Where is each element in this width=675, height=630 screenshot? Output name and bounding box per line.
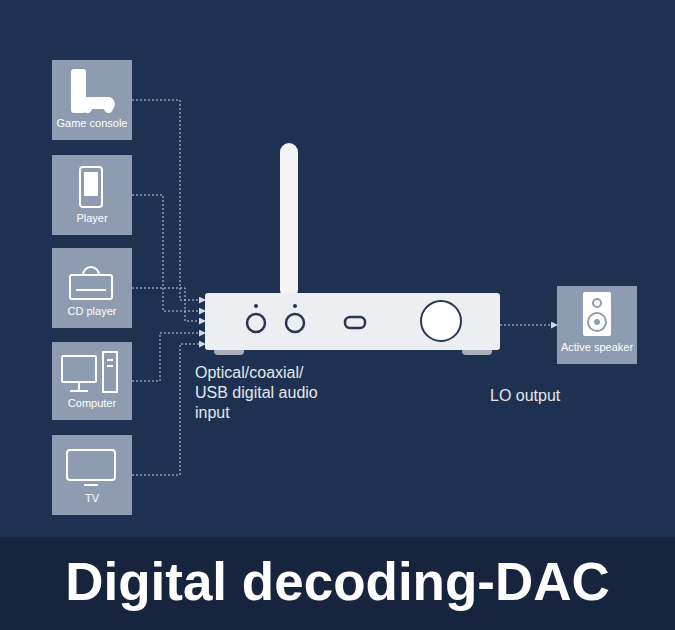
signal-connector [132, 344, 205, 475]
dac-controls [247, 301, 461, 341]
antenna [280, 143, 298, 299]
game-console-icon [72, 70, 114, 112]
device-label: Computer [52, 397, 132, 410]
signal-connector [132, 288, 205, 321]
player-icon [80, 167, 102, 207]
source-tile: Active speaker [557, 286, 637, 364]
signal-connector [500, 325, 557, 326]
source-tile: Player [52, 155, 132, 235]
speaker-icon [583, 292, 611, 336]
dac-device: Optical/coaxial/ USB digital audio input [205, 293, 500, 350]
title: Digital decoding-DAC [0, 547, 675, 617]
signal-connector [132, 333, 205, 381]
tv-icon [67, 450, 115, 485]
device-label: CD player [52, 305, 132, 318]
source-tile: TV [52, 435, 132, 515]
source-tile: CD player [52, 248, 132, 328]
source-tile: Computer [52, 342, 132, 420]
cd-player-icon [70, 267, 112, 299]
computer-icon [62, 352, 117, 392]
output-label: LO output [490, 386, 560, 406]
source-tile: Game console [52, 60, 132, 140]
device-label: Game console [52, 117, 132, 130]
input-label: Optical/coaxial/ USB digital audio input [195, 363, 323, 423]
device-label: TV [52, 492, 132, 505]
device-label: Player [52, 212, 132, 225]
signal-connector [132, 195, 205, 311]
device-label: Active speaker [557, 341, 637, 354]
signal-connector [132, 100, 205, 300]
